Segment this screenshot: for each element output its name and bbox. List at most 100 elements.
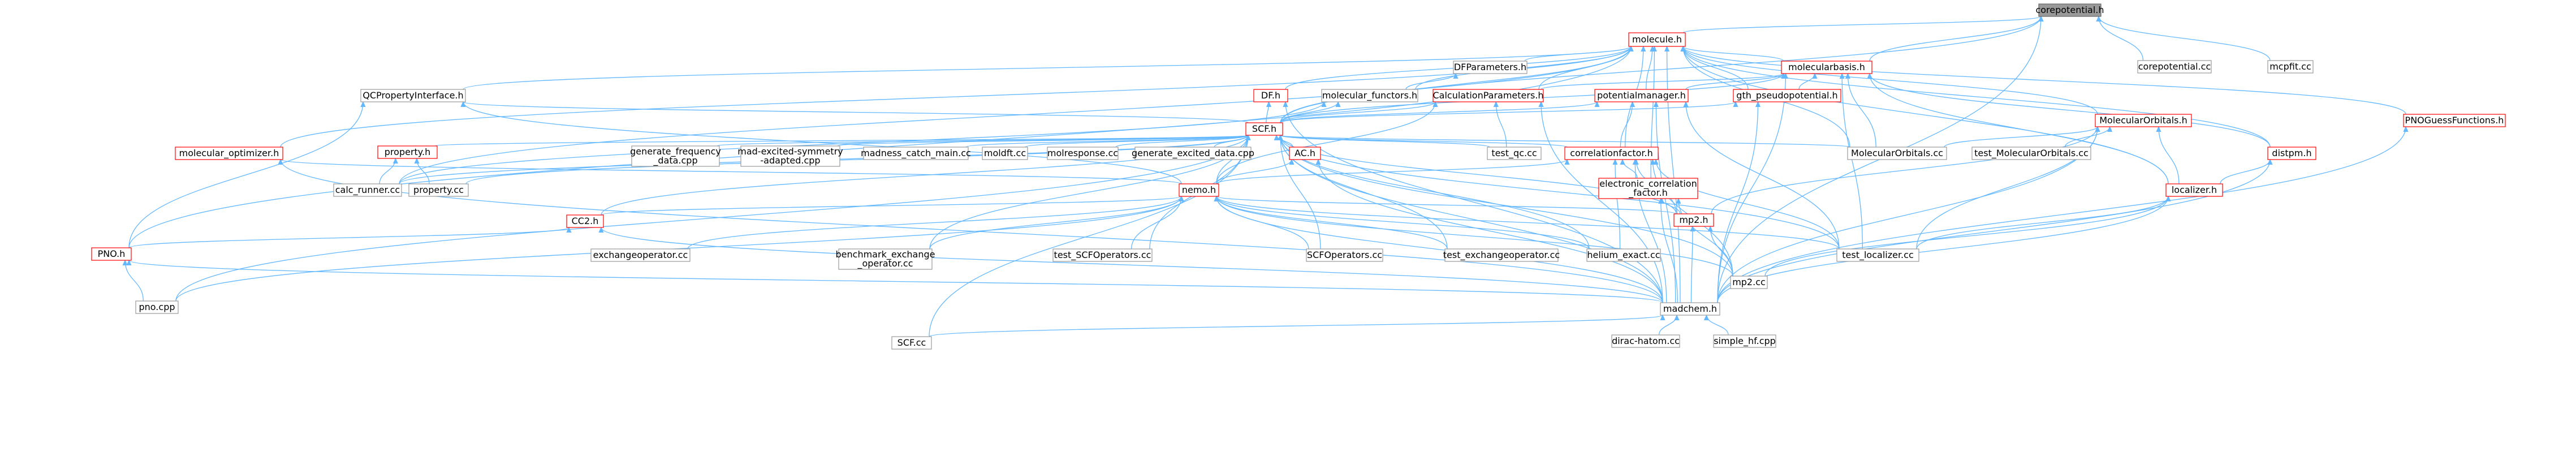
node-molresp[interactable]: molresponse.cc [1047, 147, 1119, 160]
node-box [2137, 60, 2212, 74]
node-madchem[interactable]: madchem.h [1660, 302, 1720, 316]
node-label: benchmark_exchange [836, 249, 935, 260]
node-testqc[interactable]: test_qc.cc [1487, 147, 1542, 160]
node-box [1321, 89, 1418, 102]
edge-madchem-to-potman [1656, 102, 1676, 303]
node-box [1713, 334, 1776, 348]
edge-testexch-to-nemo [1216, 196, 1448, 250]
node-localizer[interactable]: localizer.h [2165, 183, 2223, 197]
node-gthpseudo[interactable]: gth_pseudopotential.h [1733, 89, 1841, 102]
edge-heliumex-to-corrfac [1615, 160, 1621, 250]
node-label: simple_hf.cpp [1714, 336, 1776, 347]
node-box [1052, 248, 1153, 262]
node-pnocpp[interactable]: pno.cpp [135, 300, 179, 314]
node-label: test_SCFOperators.cc [1054, 250, 1151, 261]
node-molopt[interactable]: molecular_optimizer.h [175, 147, 283, 160]
node-box [1487, 147, 1542, 160]
node-box [2267, 147, 2316, 160]
node-eleccorr[interactable]: electronic_correlation_factor.h [1598, 178, 1698, 199]
node-ach[interactable]: AC.h [1289, 147, 1321, 160]
node-label: _operator.cc [857, 258, 913, 269]
node-corrfac[interactable]: correlationfactor.h [1564, 147, 1659, 160]
node-pnoh[interactable]: PNO.h [91, 247, 132, 261]
node-propertycc[interactable]: property.cc [408, 183, 469, 197]
edge-pnoguess-to-molecule [1683, 46, 2406, 115]
node-molecule[interactable]: molecule.h [1628, 32, 1686, 47]
node-moldft[interactable]: moldft.cc [982, 147, 1028, 160]
node-label: potentialmanager.h [1597, 90, 1686, 101]
node-testscfops[interactable]: test_SCFOperators.cc [1052, 248, 1153, 262]
node-benchex[interactable]: benchmark_exchange_operator.cc [836, 248, 935, 270]
node-genfreq[interactable]: generate_frequency_data.cpp [630, 145, 721, 167]
node-label: CC2.h [572, 216, 599, 226]
edge-molecule-to-corepot [1682, 16, 2041, 33]
node-corepot[interactable]: corepotential.h [2035, 3, 2104, 17]
node-molbasis[interactable]: molecularbasis.h [1781, 61, 1872, 74]
edge-pnocpp-to-scfh [175, 135, 1248, 302]
node-simplehf[interactable]: simple_hf.cpp [1713, 334, 1776, 348]
node-calcrunner[interactable]: calc_runner.cc [333, 183, 402, 197]
edge-cc2-to-nemo [601, 196, 1181, 216]
node-box [2165, 183, 2223, 197]
node-label: distpm.h [2272, 148, 2311, 158]
node-label: madchem.h [1663, 303, 1717, 314]
node-box [1781, 61, 1872, 74]
node-scfops[interactable]: SCFOperators.cc [1306, 248, 1383, 262]
edge-pnoh-to-qcprop [128, 102, 363, 248]
edge-testmolorbs-to-molorbs [2064, 127, 2109, 148]
node-mp2h[interactable]: mp2.h [1673, 213, 1714, 227]
node-genexc[interactable]: generate_excited_data.cpp [1132, 147, 1254, 160]
node-qcprop[interactable]: QCPropertyInterface.h [360, 89, 466, 102]
node-scfh[interactable]: SCF.h [1245, 122, 1283, 136]
edge-mp2cc-to-scfh [1280, 135, 1733, 277]
node-madcatch[interactable]: madness_catch_main.cc [861, 147, 971, 160]
node-exchop[interactable]: exchangeoperator.cc [590, 248, 691, 262]
edge-mcpfit-to-corepot [2099, 16, 2271, 61]
node-testexch[interactable]: test_exchangeoperator.cc [1443, 248, 1560, 262]
node-potman[interactable]: potentialmanager.h [1594, 89, 1689, 102]
edge-scfh-to-potman [1280, 102, 1597, 123]
edge-testscfops-to-nemo [1131, 196, 1181, 250]
node-scfcc[interactable]: SCF.cc [891, 336, 932, 350]
edge-molorbscc-to-molorbs [1944, 127, 2098, 148]
node-dfh[interactable]: DF.h [1253, 89, 1288, 102]
node-testloc[interactable]: test_localizer.cc [1836, 248, 1919, 262]
edge-madchem-to-gthpseudo [1717, 102, 1758, 303]
node-molorbscc[interactable]: MolecularOrbitals.cc [1847, 147, 1947, 160]
node-molfunc[interactable]: molecular_functors.h [1321, 89, 1418, 102]
node-label: SCFOperators.cc [1307, 250, 1382, 260]
edge-mp2cc-to-mp2h [1710, 226, 1733, 277]
node-cc2[interactable]: CC2.h [566, 214, 604, 228]
node-heliumex[interactable]: helium_exact.cc [1586, 248, 1661, 262]
node-box [1673, 213, 1714, 227]
node-box [1730, 276, 1768, 289]
node-nemo[interactable]: nemo.h [1179, 183, 1219, 197]
node-calcparams[interactable]: CalculationParameters.h [1432, 89, 1544, 102]
node-label: molecular_optimizer.h [179, 148, 279, 159]
node-madexc[interactable]: mad-excited-symmetry-adapted.cpp [737, 145, 843, 167]
edge-moldft-to-scfh [1025, 135, 1248, 148]
node-dirac[interactable]: dirac-hatom.cc [1611, 334, 1680, 348]
node-mp2cc[interactable]: mp2.cc [1730, 276, 1768, 289]
node-label: nemo.h [1182, 184, 1216, 195]
node-label: test_exchangeoperator.cc [1443, 250, 1560, 261]
node-label: MolecularOrbitals.cc [1851, 148, 1943, 158]
edge-scfh-to-qcprop [463, 102, 1249, 123]
node-box [1971, 147, 2091, 160]
node-box [1047, 147, 1119, 160]
node-dfparams[interactable]: DFParameters.h [1453, 61, 1528, 74]
edge-dirac-to-madchem [1658, 315, 1677, 336]
node-testmolorbs[interactable]: test_MolecularOrbitals.cc [1971, 147, 2091, 160]
node-box [2403, 114, 2506, 127]
edge-testloc-to-localizer [1916, 196, 2168, 250]
node-mcpfit[interactable]: mcpfit.cc [2267, 60, 2314, 74]
edge-molfunc-to-dfparams [1405, 74, 1456, 90]
node-molorbs[interactable]: MolecularOrbitals.h [2095, 114, 2192, 127]
node-corepotcc[interactable]: corepotential.cc [2137, 60, 2212, 74]
node-label: mad-excited-symmetry [737, 146, 843, 157]
node-pnoguess[interactable]: PNOGuessFunctions.h [2403, 114, 2506, 127]
node-property[interactable]: property.h [377, 145, 438, 159]
node-distpm[interactable]: distpm.h [2267, 147, 2316, 160]
edge-localizer-to-molbasis [1870, 74, 2169, 184]
node-label: electronic_correlation [1599, 178, 1697, 190]
